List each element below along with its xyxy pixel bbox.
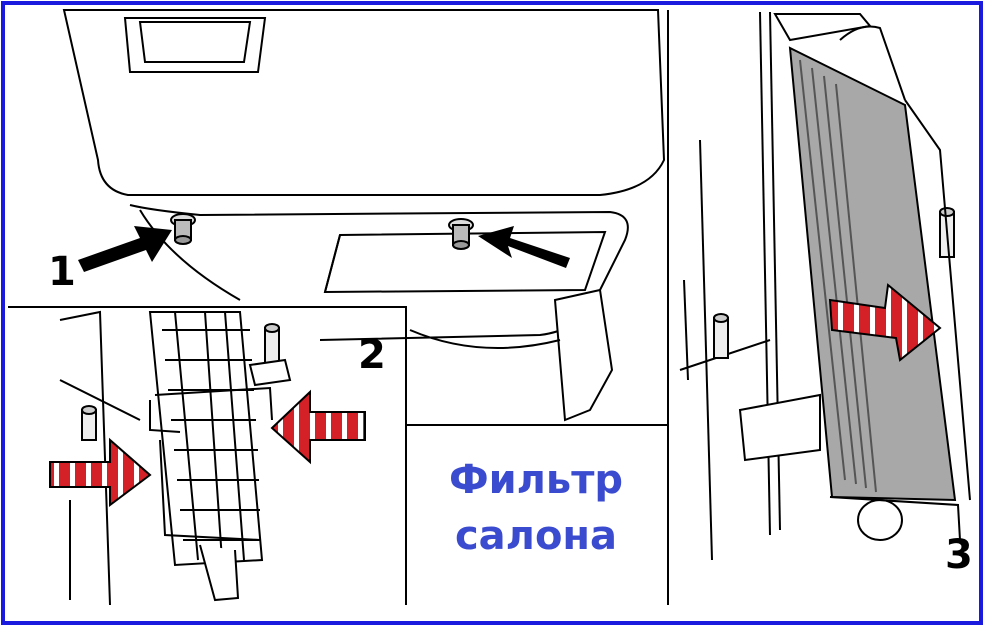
step-number-3: 3 — [945, 532, 973, 578]
arrow-left-pin — [78, 226, 172, 272]
cabin-filter-caption: Фильтр салона — [408, 452, 664, 564]
caption-line-2: салона — [454, 513, 618, 559]
arrow-squeeze-right — [49, 437, 152, 507]
step-number-2: 2 — [358, 332, 386, 378]
panel-3-pull-arrow — [828, 283, 942, 362]
arrow-pull-out — [828, 283, 942, 362]
arrow-squeeze-left — [270, 389, 366, 465]
panel-dividers — [8, 10, 669, 605]
panel-3-filter-removal — [679, 11, 971, 561]
step-number-1: 1 — [48, 249, 76, 295]
caption-line-1: Фильтр — [448, 457, 624, 503]
panel-1-arrows — [78, 226, 570, 272]
panel-1-glovebox — [62, 9, 666, 422]
panel-2-squeeze-arrows — [49, 389, 366, 507]
panel-2-filter-holder — [59, 310, 292, 606]
arrow-right-pin — [478, 226, 570, 268]
cabin-filter — [788, 46, 957, 502]
